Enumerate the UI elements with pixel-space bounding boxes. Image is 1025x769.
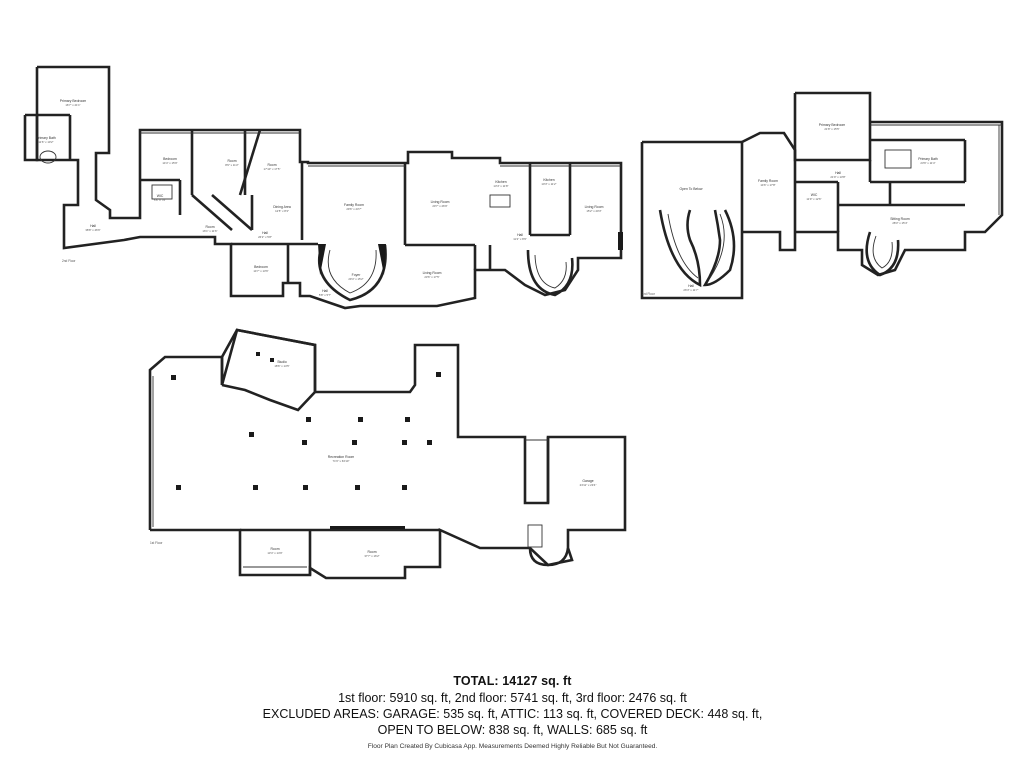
room-dimension: 21'9" x 13'8" — [830, 175, 845, 179]
room-dimension: 26'3" x 11'7" — [683, 288, 698, 292]
room-label: Hall — [90, 224, 96, 228]
room-label: Room — [367, 550, 376, 554]
room-dimension: 11'2" x 8'9" — [513, 237, 527, 241]
room-dimension: 8'9" x 11'2" — [225, 163, 239, 167]
third-floor-plan — [640, 91, 1004, 300]
room-label: Hall — [835, 171, 841, 175]
floor-label: 3rd Floor — [642, 292, 656, 296]
room-dimension: 20'7" x 26'9" — [432, 204, 447, 208]
room-dimension: 21'8" x 15'5" — [824, 127, 839, 131]
room-label: Living Room — [431, 200, 450, 204]
room-dimension: 15'2" x 20'3" — [586, 209, 601, 213]
room-dimension: 10'3" x 11'2" — [541, 182, 556, 186]
room-label: WIC — [157, 194, 164, 198]
room-label: Recreation Room — [328, 455, 355, 459]
room-dimension: 18'6" x 14'5" — [274, 364, 289, 368]
room-dimension: 71'6" x 63'10" — [333, 459, 350, 463]
room-label: Kitchen — [543, 178, 554, 182]
room-label: Sitting Room — [890, 217, 910, 221]
room-dimension: 37'7" x 16'2" — [364, 554, 379, 558]
room-dimension: 16'1" x 11'6" — [202, 229, 217, 233]
total-area: TOTAL: 14127 sq. ft — [453, 674, 572, 688]
floor-plans: Primary Bedroom 16'7" x 21'1" Primary Ba… — [23, 65, 1004, 580]
room-label: Family Room — [758, 179, 778, 183]
room-dimension: 26'2" x 5'8" — [258, 235, 272, 239]
first-floor-plan — [148, 328, 627, 580]
room-dimension: 5'6" x 7'6" — [154, 198, 166, 202]
room-dimension: 14'4" x 15'9" — [162, 161, 177, 165]
room-label: Bedroom — [163, 157, 177, 161]
room-label: WIC — [811, 193, 818, 197]
room-label: Kitchen — [495, 180, 506, 184]
room-dimension: 28'3" x 15'4" — [892, 221, 907, 225]
room-dimension: 23'6" x 11'4" — [920, 161, 935, 165]
room-label: Studio — [277, 360, 287, 364]
room-dimension: 13'4" x 11'8" — [493, 184, 508, 188]
disclaimer: Floor Plan Created By Cubicasa App. Meas… — [367, 743, 658, 750]
room-dimension: 23'11" x 23'4" — [580, 483, 597, 487]
room-label: Hall — [517, 233, 523, 237]
room-dimension: 14'7" x 13'6" — [253, 269, 268, 273]
excluded-areas-continued: OPEN TO BELOW: 838 sq. ft, WALLS: 685 sq… — [377, 723, 648, 737]
floor-label: 2nd Floor — [62, 259, 76, 263]
room-dimension: 17'10" x 17'5" — [264, 167, 281, 171]
room-dimension: 12'5" x 8'3" — [275, 209, 289, 213]
excluded-areas: EXCLUDED AREAS: GARAGE: 535 sq. ft, ATTI… — [262, 707, 763, 721]
room-dimension: 16'7" x 21'1" — [65, 103, 80, 107]
floor-label: 1st Floor — [150, 541, 163, 545]
room-dimension: 29'6" x 23'7" — [346, 207, 361, 211]
room-label: Hall — [322, 289, 328, 293]
room-label: Open To Below — [680, 187, 703, 191]
room-dimension: 23'6" x 17'5" — [424, 275, 439, 279]
room-dimension: 29'4" x 15'2" — [348, 277, 363, 281]
room-dimension: 11'6" x 10'2" — [38, 140, 53, 144]
room-label: Room — [267, 163, 276, 167]
room-label: Hall — [262, 231, 268, 235]
room-label: Dining Area — [273, 205, 291, 209]
room-label: Foyer — [352, 273, 362, 277]
room-label: Living Room — [423, 271, 442, 275]
room-label: Bedroom — [254, 265, 268, 269]
room-dimension: 11'9" x 12'6" — [806, 197, 821, 201]
room-label: Hall — [688, 284, 694, 288]
room-dimension: 38'8" x 46'6" — [85, 228, 100, 232]
room-label: Room — [205, 225, 214, 229]
room-dimension: 13'4" x 14'9" — [267, 551, 282, 555]
room-label: Primary Bedroom — [819, 123, 846, 127]
room-label: Room — [227, 159, 236, 163]
second-floor-plan — [23, 65, 623, 310]
room-label: Living Room — [585, 205, 604, 209]
room-dimension: 5'8" x 5'7" — [319, 293, 331, 297]
room-label: Primary Bedroom — [60, 99, 87, 103]
room-label: Family Room — [344, 203, 364, 207]
room-label: Primary Bath — [918, 157, 938, 161]
room-label: Primary Bath — [36, 136, 56, 140]
room-label: Room — [270, 547, 279, 551]
room-label: Garage — [582, 479, 593, 483]
floor-areas: 1st floor: 5910 sq. ft, 2nd floor: 5741 … — [338, 691, 687, 705]
room-dimension: 14'6" x 17'8" — [760, 183, 775, 187]
